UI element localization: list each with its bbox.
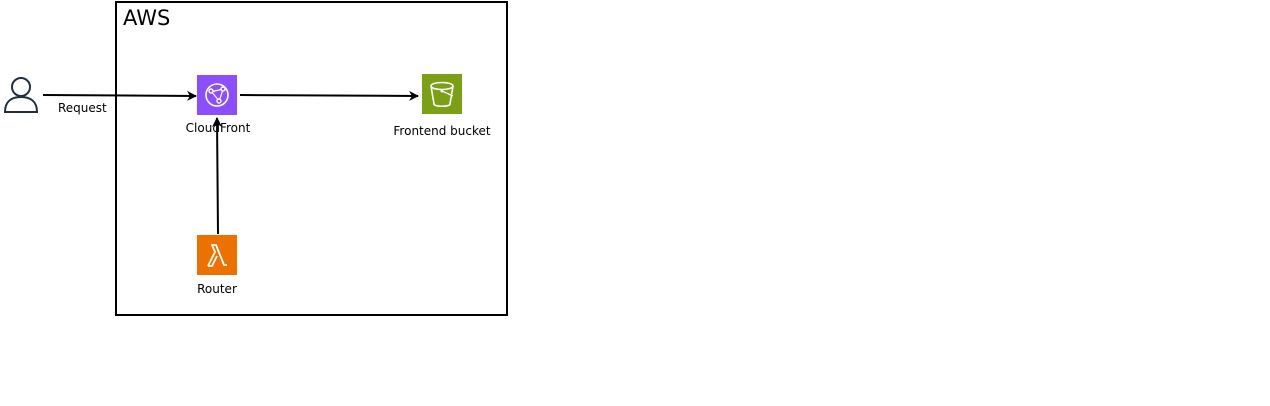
user-icon [3,76,39,114]
edge-user-to-cloudfront [42,90,197,101]
cloudfront-icon [197,75,237,115]
s3-bucket-icon [422,74,462,114]
aws-group-label: AWS [123,6,171,30]
edge-cloudfront-to-bucket [239,90,419,101]
router-label: Router [197,282,237,296]
request-edge-label: Request [58,101,107,115]
cloudfront-label: CloudFront [185,121,251,135]
aws-group-box [115,1,508,316]
frontend-bucket-label: Frontend bucket [393,124,491,138]
lambda-icon [197,235,237,275]
edge-router-to-cloudfront [212,117,223,235]
